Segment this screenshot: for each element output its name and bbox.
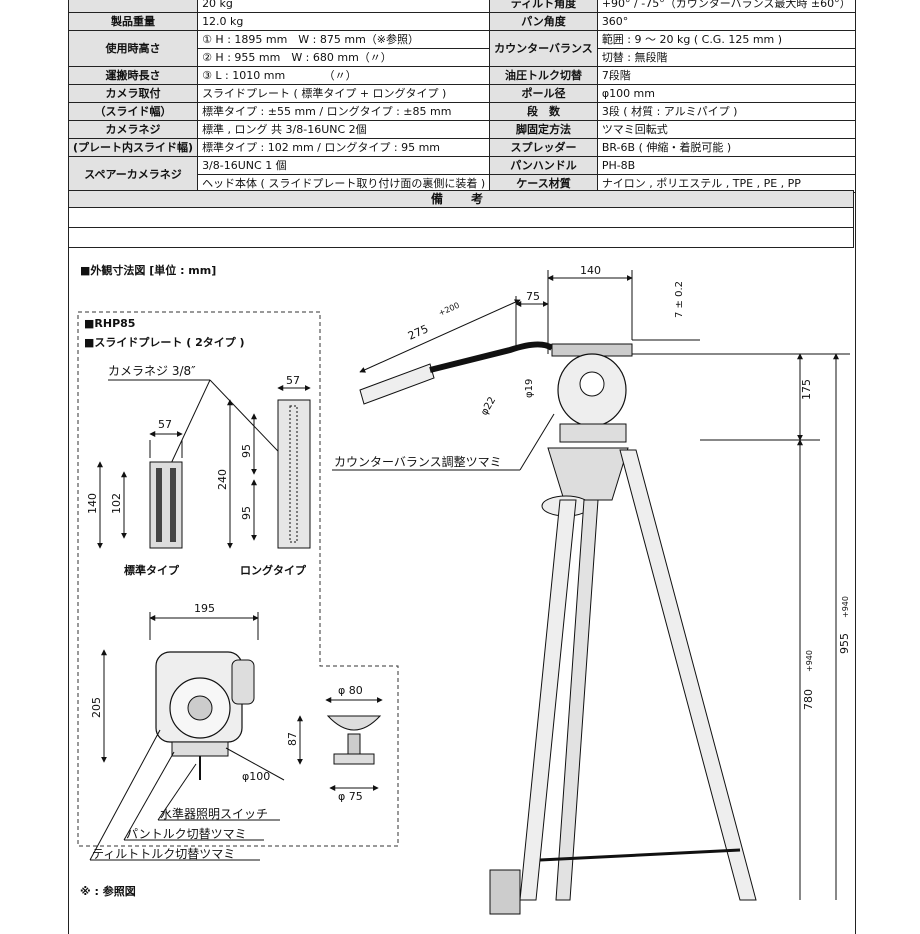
camera-screw-label: カメラネジ 3/8″: [108, 364, 196, 378]
bowl-base-drawing: φ 80 87 φ 75: [286, 684, 383, 803]
spec-label: カメラ取付: [67, 84, 199, 103]
dim-text: φ100: [242, 770, 270, 783]
dim-text: 140: [580, 264, 601, 277]
tilt-torque-label: ティルトトルク切替ツマミ: [92, 847, 235, 861]
level-switch-label: 水準器照明スイッチ: [160, 806, 268, 821]
dim-text: 95: [240, 444, 253, 458]
dim-text: 780: [802, 689, 815, 710]
spec-label: カメラネジ: [67, 120, 199, 139]
spec-value: 標準タイプ : ±55 mm / ロングタイプ : ±85 mm: [197, 102, 491, 121]
head-drawing: 195 205 φ100 水準器照明スイッチ パントルク切替ツマミ ティルトトル…: [89, 602, 285, 861]
dim-text: +940: [841, 596, 850, 618]
spec-label: ポール径: [489, 84, 598, 103]
dim-text: 175: [800, 379, 813, 400]
spec-value: 7段階: [596, 66, 856, 85]
spec-row: 使用時高さ ① H : 1895 mm W : 875 mm（※参照） カウンタ…: [67, 30, 856, 67]
long-type-label: ロングタイプ: [240, 563, 307, 577]
dim-text: 195: [194, 602, 215, 615]
spec-label: [67, 0, 199, 13]
spec-row: (プレート内スライド幅) 標準タイプ : 102 mm / ロングタイプ : 9…: [67, 138, 856, 157]
dim-text: φ 80: [338, 684, 363, 697]
long-plate-drawing: 57 240 95 95 ロングタイプ: [216, 374, 311, 577]
plate-group-border: [77, 311, 399, 847]
standard-type-label: 標準タイプ: [124, 563, 180, 577]
spec-label: 使用時高さ: [67, 30, 199, 67]
standard-plate-drawing: 57 140 102 標準タイプ: [86, 418, 183, 577]
dim-text: φ 75: [338, 790, 363, 803]
dim-text: 205: [90, 697, 103, 718]
leader-line: [167, 379, 211, 471]
tripod-drawing: 140 75 7 ± 0.2 275 +200 φ19 φ22 カウンターバラン…: [332, 264, 851, 915]
dim-text: 240: [216, 469, 229, 490]
plate-model: ■RHP85: [84, 317, 135, 330]
spec-row: スペアーカメラネジ 3/8-16UNC 1 個 パンハンドル PH-8B: [67, 156, 856, 193]
counter-balance-label: カウンターバランス調整ツマミ: [334, 454, 502, 469]
spec-value: 切替 : 無段階: [596, 48, 856, 67]
spec-label: （スライド幅）: [67, 102, 199, 121]
spec-value: スライドプレート ( 標準タイプ + ロングタイプ ): [197, 84, 491, 103]
spec-label: パンハンドル: [489, 156, 598, 175]
dim-text: 102: [110, 493, 123, 514]
notes-row: [68, 208, 854, 228]
spec-value: ③ L : 1010 mm （〃）: [197, 66, 491, 85]
reference-figure-title: ※ : 参照図: [80, 885, 136, 898]
spec-table: 20 kg ティルト角度 +90° / -75°（カウンターバランス最大時 ±6…: [67, 0, 856, 193]
spec-label: ケース材質: [489, 174, 598, 193]
spec-label: 脚固定方法: [489, 120, 598, 139]
plate-title: ■スライドプレート ( 2タイプ ): [84, 335, 245, 349]
spec-row: カメラネジ 標準 , ロング 共 3/8-16UNC 2個 脚固定方法 ツマミ回…: [67, 120, 856, 139]
spec-label: カウンターバランス: [489, 30, 598, 67]
dim-text: 275: [406, 322, 430, 342]
dim-text: +200: [437, 301, 461, 318]
dim-text: 57: [286, 374, 300, 387]
dim-text: 87: [286, 732, 299, 746]
spec-value: ヘッド本体 ( スライドプレート取り付け面の裏側に装着 ): [197, 174, 491, 193]
notes-row: [68, 228, 854, 248]
spec-value: 標準 , ロング 共 3/8-16UNC 2個: [197, 120, 491, 139]
dim-text: φ19: [524, 379, 535, 398]
spec-row: カメラ取付 スライドプレート ( 標準タイプ + ロングタイプ ) ポール径 φ…: [67, 84, 856, 103]
dim-text: 7 ± 0.2: [674, 281, 685, 318]
spec-label: スペアーカメラネジ: [67, 156, 199, 193]
dim-text: 955: [838, 633, 851, 654]
spec-row: ② H : 955 mm W : 680 mm（〃） 切替 : 無段階: [69, 48, 856, 67]
spec-row: （スライド幅） 標準タイプ : ±55 mm / ロングタイプ : ±85 mm…: [67, 102, 856, 121]
notes-header: 備 考: [68, 190, 854, 208]
dim-text: 75: [526, 290, 540, 303]
dim-text: 57: [158, 418, 172, 431]
spec-value: 標準タイプ : 102 mm / ロングタイプ : 95 mm: [197, 138, 491, 157]
spec-label: 油圧トルク切替: [489, 66, 598, 85]
spec-row: 運搬時長さ ③ L : 1010 mm （〃） 油圧トルク切替 7段階: [67, 66, 856, 85]
spec-label: パン角度: [489, 12, 598, 31]
dim-text: 95: [240, 506, 253, 520]
pan-torque-label: パントルク切替ツマミ: [126, 827, 247, 841]
spec-value: ② H : 955 mm W : 680 mm（〃）: [197, 48, 491, 67]
spec-label: (プレート内スライド幅): [67, 138, 199, 157]
spec-row: ヘッド本体 ( スライドプレート取り付け面の裏側に装着 ) ケース材質 ナイロン…: [69, 174, 856, 193]
spec-value: 3/8-16UNC 1 個: [197, 156, 491, 175]
dimension-section-title: ■外観寸法図 [単位 : mm]: [80, 264, 217, 277]
dim-text: 140: [86, 493, 99, 514]
dim-text: +940: [805, 650, 814, 672]
spec-sheet-frame: [68, 0, 856, 934]
dim-text: φ22: [479, 395, 498, 417]
